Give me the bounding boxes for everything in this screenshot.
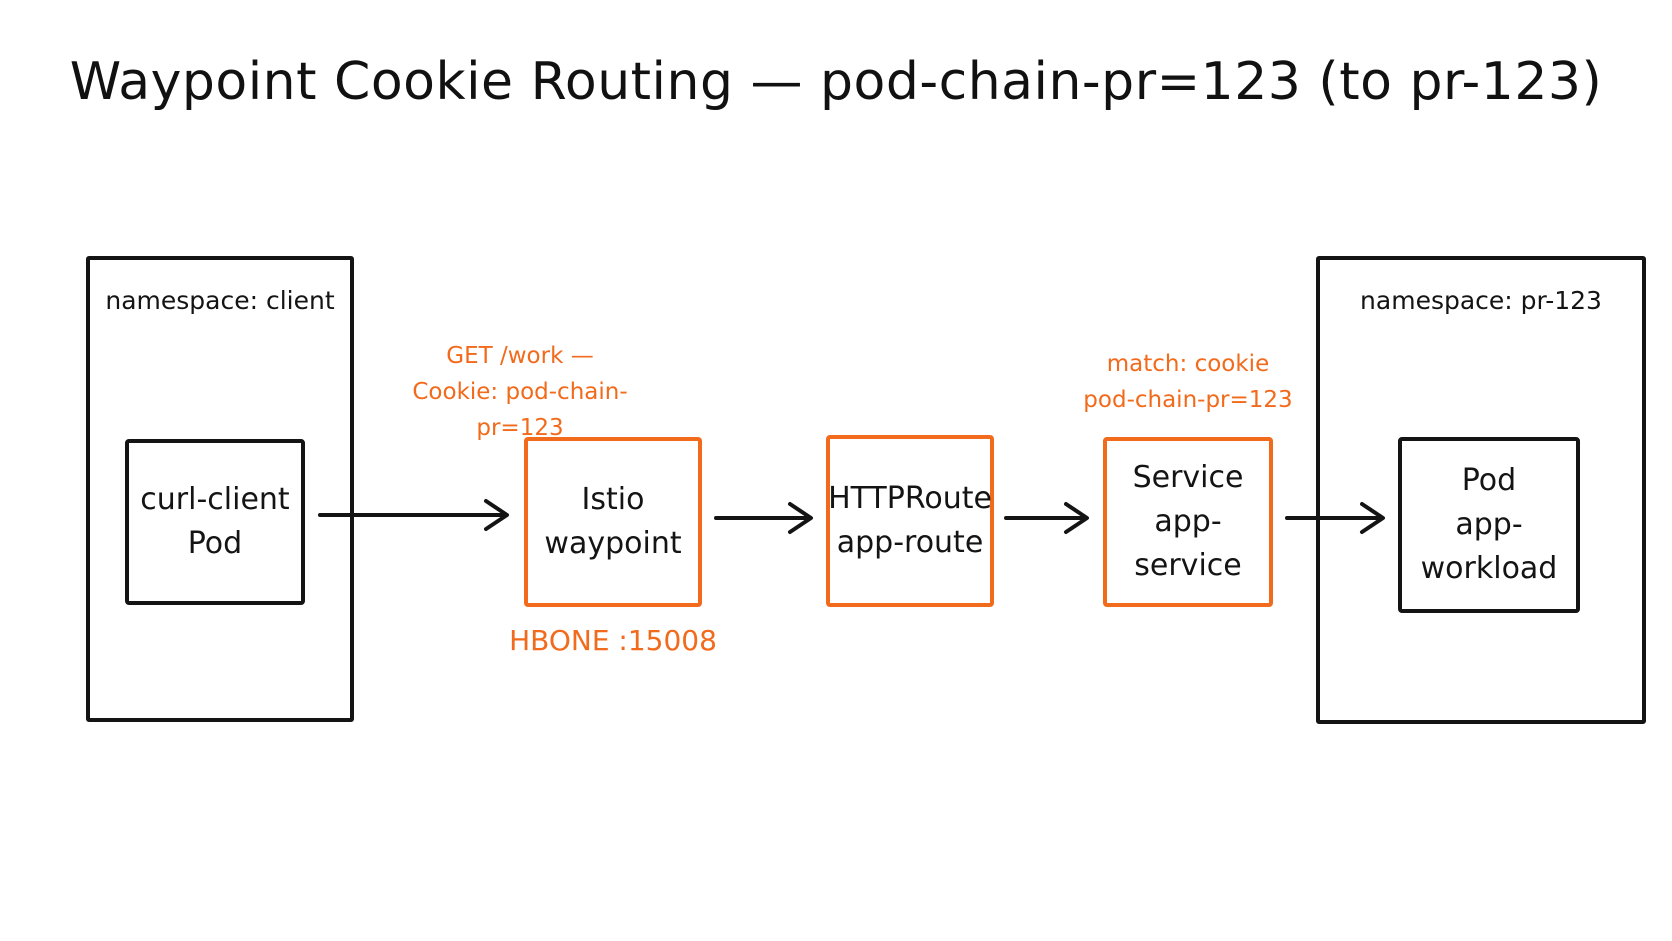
app-workload-pod-node: Pod app-workload: [1398, 437, 1580, 613]
httproute-line1: HTTPRoute: [828, 481, 992, 516]
httproute-line2: app-route: [836, 525, 984, 560]
curl-client-line2: Pod: [187, 526, 243, 561]
curl-client-pod-node: curl-client Pod: [125, 439, 305, 605]
hbone-port-label: HBONE :15008: [509, 624, 717, 657]
service-line2: app-service: [1134, 504, 1242, 583]
curl-client-line1: curl-client: [140, 482, 290, 517]
httproute-node: HTTPRoute app-route: [826, 435, 994, 607]
match-annotation-line1: match: cookie: [1106, 351, 1270, 377]
namespace-client-label: namespace: client: [105, 286, 335, 315]
istio-waypoint-node: Istio waypoint: [524, 437, 702, 607]
service-line1: Service: [1132, 460, 1244, 495]
pod-line2: app-workload: [1420, 507, 1558, 586]
arrow-httproute-to-service: [1004, 502, 1089, 534]
service-node: Service app-service: [1103, 437, 1273, 607]
request-annotation: GET /work — Cookie: pod-chain-pr=123: [370, 338, 670, 446]
arrow-waypoint-to-httproute: [714, 502, 813, 534]
match-annotation-line2: pod-chain-pr=123: [1083, 387, 1293, 413]
match-annotation: match: cookie pod-chain-pr=123: [1048, 346, 1328, 418]
namespace-client-box: namespace: client: [86, 256, 354, 722]
waypoint-line1: Istio: [581, 482, 645, 517]
request-annotation-line2: Cookie: pod-chain-pr=123: [412, 379, 628, 441]
request-annotation-line1: GET /work —: [446, 343, 594, 369]
namespace-pr-label: namespace: pr-123: [1360, 286, 1602, 315]
waypoint-line2: waypoint: [544, 526, 682, 561]
namespace-pr-box: namespace: pr-123: [1316, 256, 1646, 724]
pod-line1: Pod: [1461, 463, 1517, 498]
diagram-title: Waypoint Cookie Routing — pod-chain-pr=1…: [69, 52, 1603, 112]
